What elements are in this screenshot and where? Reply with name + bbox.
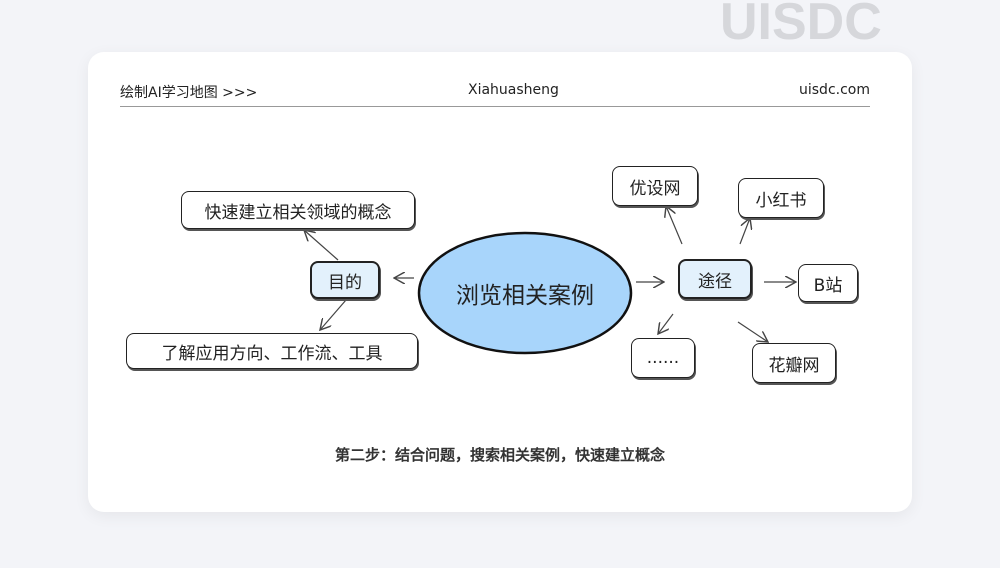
arrow (658, 313, 674, 334)
header-site: uisdc.com (799, 82, 870, 98)
purpose-node: 目的 (310, 261, 380, 299)
watermark-logo: UISDC (720, 0, 882, 51)
channel-child: 小红书 (738, 178, 824, 218)
center-ellipse (417, 231, 633, 355)
arrow (737, 321, 768, 342)
purpose-child: 了解应用方向、工作流、工具 (126, 333, 418, 369)
header-divider (120, 106, 870, 107)
arrow (739, 218, 750, 245)
channel-child: B站 (798, 264, 858, 302)
header-author: Xiahuasheng (468, 82, 559, 98)
channel-node: 途径 (678, 259, 752, 299)
purpose-child: 快速建立相关领域的概念 (181, 191, 415, 229)
arrow (666, 206, 683, 245)
center-node: 浏览相关案例 (456, 283, 594, 309)
header-title: 绘制AI学习地图 >>> (120, 85, 258, 101)
caption: 第二步：结合问题，搜索相关案例，快速建立概念 (334, 446, 665, 464)
channel-child: ...... (631, 338, 695, 378)
arrow (304, 230, 339, 261)
arrow (320, 299, 347, 330)
connectors (88, 52, 912, 355)
channel-child: 花瓣网 (752, 343, 836, 383)
card: 绘制AI学习地图 >>> Xiahuasheng uisdc.com 浏览相关案… (88, 52, 912, 512)
channel-child: 优设网 (612, 166, 698, 206)
